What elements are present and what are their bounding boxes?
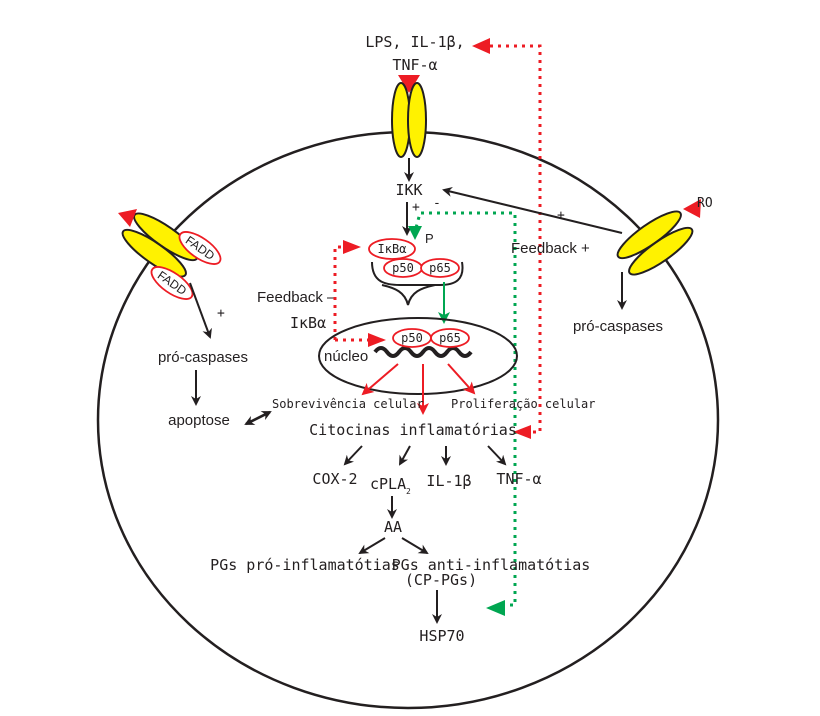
cpla2-label: cPLA: [370, 475, 406, 493]
right-receptor: [616, 210, 694, 276]
proliferacao-label: Proliferação celular: [451, 397, 596, 411]
complex-bracket: [371, 261, 464, 286]
nucleus-to-proliferacao-arrow: [447, 363, 476, 395]
green-arrowhead-hsp: [486, 600, 505, 616]
fadd-bottom-oval: FADD: [150, 266, 194, 300]
cp-pgs-label: (CP-PGs): [405, 571, 477, 589]
tnfa-label: TNF-α: [496, 470, 541, 488]
hsp70-label: HSP70: [419, 627, 464, 645]
phospho-p-label: P: [425, 231, 434, 246]
pgs-pro-label: PGs pró-inflamatótias: [210, 556, 400, 574]
left-ligand-triangle: [118, 209, 137, 227]
apoptose-sobrevivencia-arrow-b: [244, 412, 267, 426]
red-arrowhead-ligand: [472, 38, 490, 54]
citocinas-to-cox2-arrow: [343, 445, 363, 466]
citocinas-to-cpla2-arrow: [399, 445, 411, 466]
ikk-label: IKK: [395, 181, 422, 199]
red-ikba-arrowhead-nucleus: [368, 333, 386, 347]
complex-funnel: [381, 284, 436, 306]
p50-nuc-label: p50: [401, 331, 423, 345]
red-arrowhead-citocinas: [513, 425, 531, 439]
red-feedback-line-right: [490, 44, 542, 434]
ikk-minus-sign: -: [433, 196, 441, 211]
citocinas-label: Citocinas inflamatórias: [309, 421, 517, 439]
ro-label: RO: [697, 196, 713, 211]
feedback-plus-label: Feedback +: [511, 240, 590, 257]
p65-cyto-label: p65: [429, 261, 451, 275]
ligand-red-triangle: [398, 75, 420, 93]
ligand-label-top: LPS, IL-1β,: [365, 33, 464, 51]
green-feedback-line: [414, 211, 517, 607]
sobrevivencia-label: Sobrevivência celular: [272, 397, 424, 411]
ligand-label-tnfa: TNF-α: [392, 56, 437, 74]
ikba-complex-label: IκBα: [378, 242, 407, 256]
p50-cyto-label: p50: [392, 261, 414, 275]
il1b-label: IL-1β: [426, 472, 471, 490]
dna-strand: [373, 346, 473, 358]
p65-oval-cyto: [420, 258, 460, 278]
right-ligand-triangle: [683, 199, 701, 218]
p65-oval-nuc: [430, 328, 470, 348]
left-plus-sign: +: [217, 306, 225, 321]
pro-caspases-left-label: pró-caspases: [158, 349, 248, 366]
ikba-left-label: IκBα: [290, 314, 326, 332]
green-arrowhead-ikk: [408, 226, 422, 240]
nucleus-label: núcleo: [324, 348, 368, 365]
p65-nuc-label: p65: [439, 331, 461, 345]
aa-to-pgs-anti-arrow: [401, 537, 429, 555]
pro-caspases-right-label: pró-caspases: [573, 318, 663, 335]
top-receptor: [391, 82, 427, 158]
apoptose-label: apoptose: [168, 412, 230, 429]
left-receptor-to-procaspases-arrow: [189, 282, 212, 339]
ikk-plus-sign: +: [412, 200, 420, 215]
red-ikba-arrowhead-top: [343, 240, 361, 254]
ikba-oval: [368, 238, 416, 260]
nucleus-to-sobrevivencia-arrow: [361, 363, 399, 396]
aa-to-pgs-pro-arrow: [358, 537, 386, 555]
cox2-label: COX-2: [312, 470, 357, 488]
right-receptor-to-ikk-arrow: [442, 187, 623, 234]
citocinas-to-tnfa-arrow: [487, 445, 507, 466]
right-plus-sign: +: [557, 208, 565, 223]
left-receptor: [121, 212, 199, 278]
aa-label: AA: [384, 518, 402, 536]
feedback-minus-label: Feedback –: [257, 289, 336, 306]
cpla2-subscript: 2: [406, 487, 411, 496]
pgs-anti-label: PGs anti-inflamatótias: [392, 556, 591, 574]
nucleus: [318, 317, 518, 395]
red-ikba-feedback-line: [333, 245, 345, 340]
